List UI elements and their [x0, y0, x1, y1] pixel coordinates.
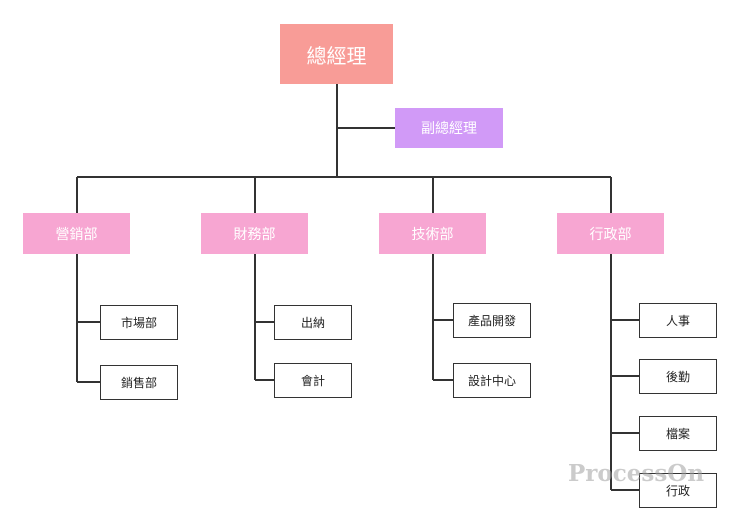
department-node-technology: 技術部	[379, 213, 486, 254]
sub-unit-label: 後勤	[665, 370, 690, 384]
sub-unit-node: 會計	[274, 363, 352, 398]
sub-unit-node: 人事	[639, 303, 717, 338]
sub-unit-label: 會計	[300, 374, 325, 388]
sub-unit-label: 銷售部	[120, 376, 157, 390]
processon-watermark: ProcessOn	[568, 460, 705, 487]
sub-unit-node: 銷售部	[100, 365, 178, 400]
sub-unit-node: 檔案	[639, 416, 717, 451]
department-label: 技術部	[411, 226, 454, 243]
department-node-finance: 財務部	[201, 213, 308, 254]
root-node-general-manager: 總經理	[280, 24, 393, 84]
sub-unit-label: 行政	[665, 484, 690, 498]
deputy-node-label: 副總經理	[421, 121, 477, 137]
department-label: 行政部	[589, 226, 632, 243]
department-node-administration: 行政部	[557, 213, 664, 254]
sub-unit-node: 市場部	[100, 305, 178, 340]
sub-unit-node: 設計中心	[453, 363, 531, 398]
department-label: 營銷部	[55, 226, 98, 243]
sub-unit-node: 後勤	[639, 359, 717, 394]
root-node-label: 總經理	[306, 43, 367, 68]
sub-unit-label: 產品開發	[467, 314, 516, 328]
sub-unit-node: 行政	[639, 473, 717, 508]
deputy-node: 副總經理	[395, 108, 503, 148]
department-node-marketing: 營銷部	[23, 213, 130, 254]
sub-unit-node: 出納	[274, 305, 352, 340]
sub-unit-label: 檔案	[665, 427, 690, 441]
department-label: 財務部	[233, 226, 276, 243]
sub-unit-label: 出納	[300, 316, 325, 330]
sub-unit-label: 市場部	[120, 316, 157, 330]
sub-unit-label: 設計中心	[467, 374, 516, 388]
sub-unit-label: 人事	[665, 314, 690, 328]
sub-unit-node: 產品開發	[453, 303, 531, 338]
